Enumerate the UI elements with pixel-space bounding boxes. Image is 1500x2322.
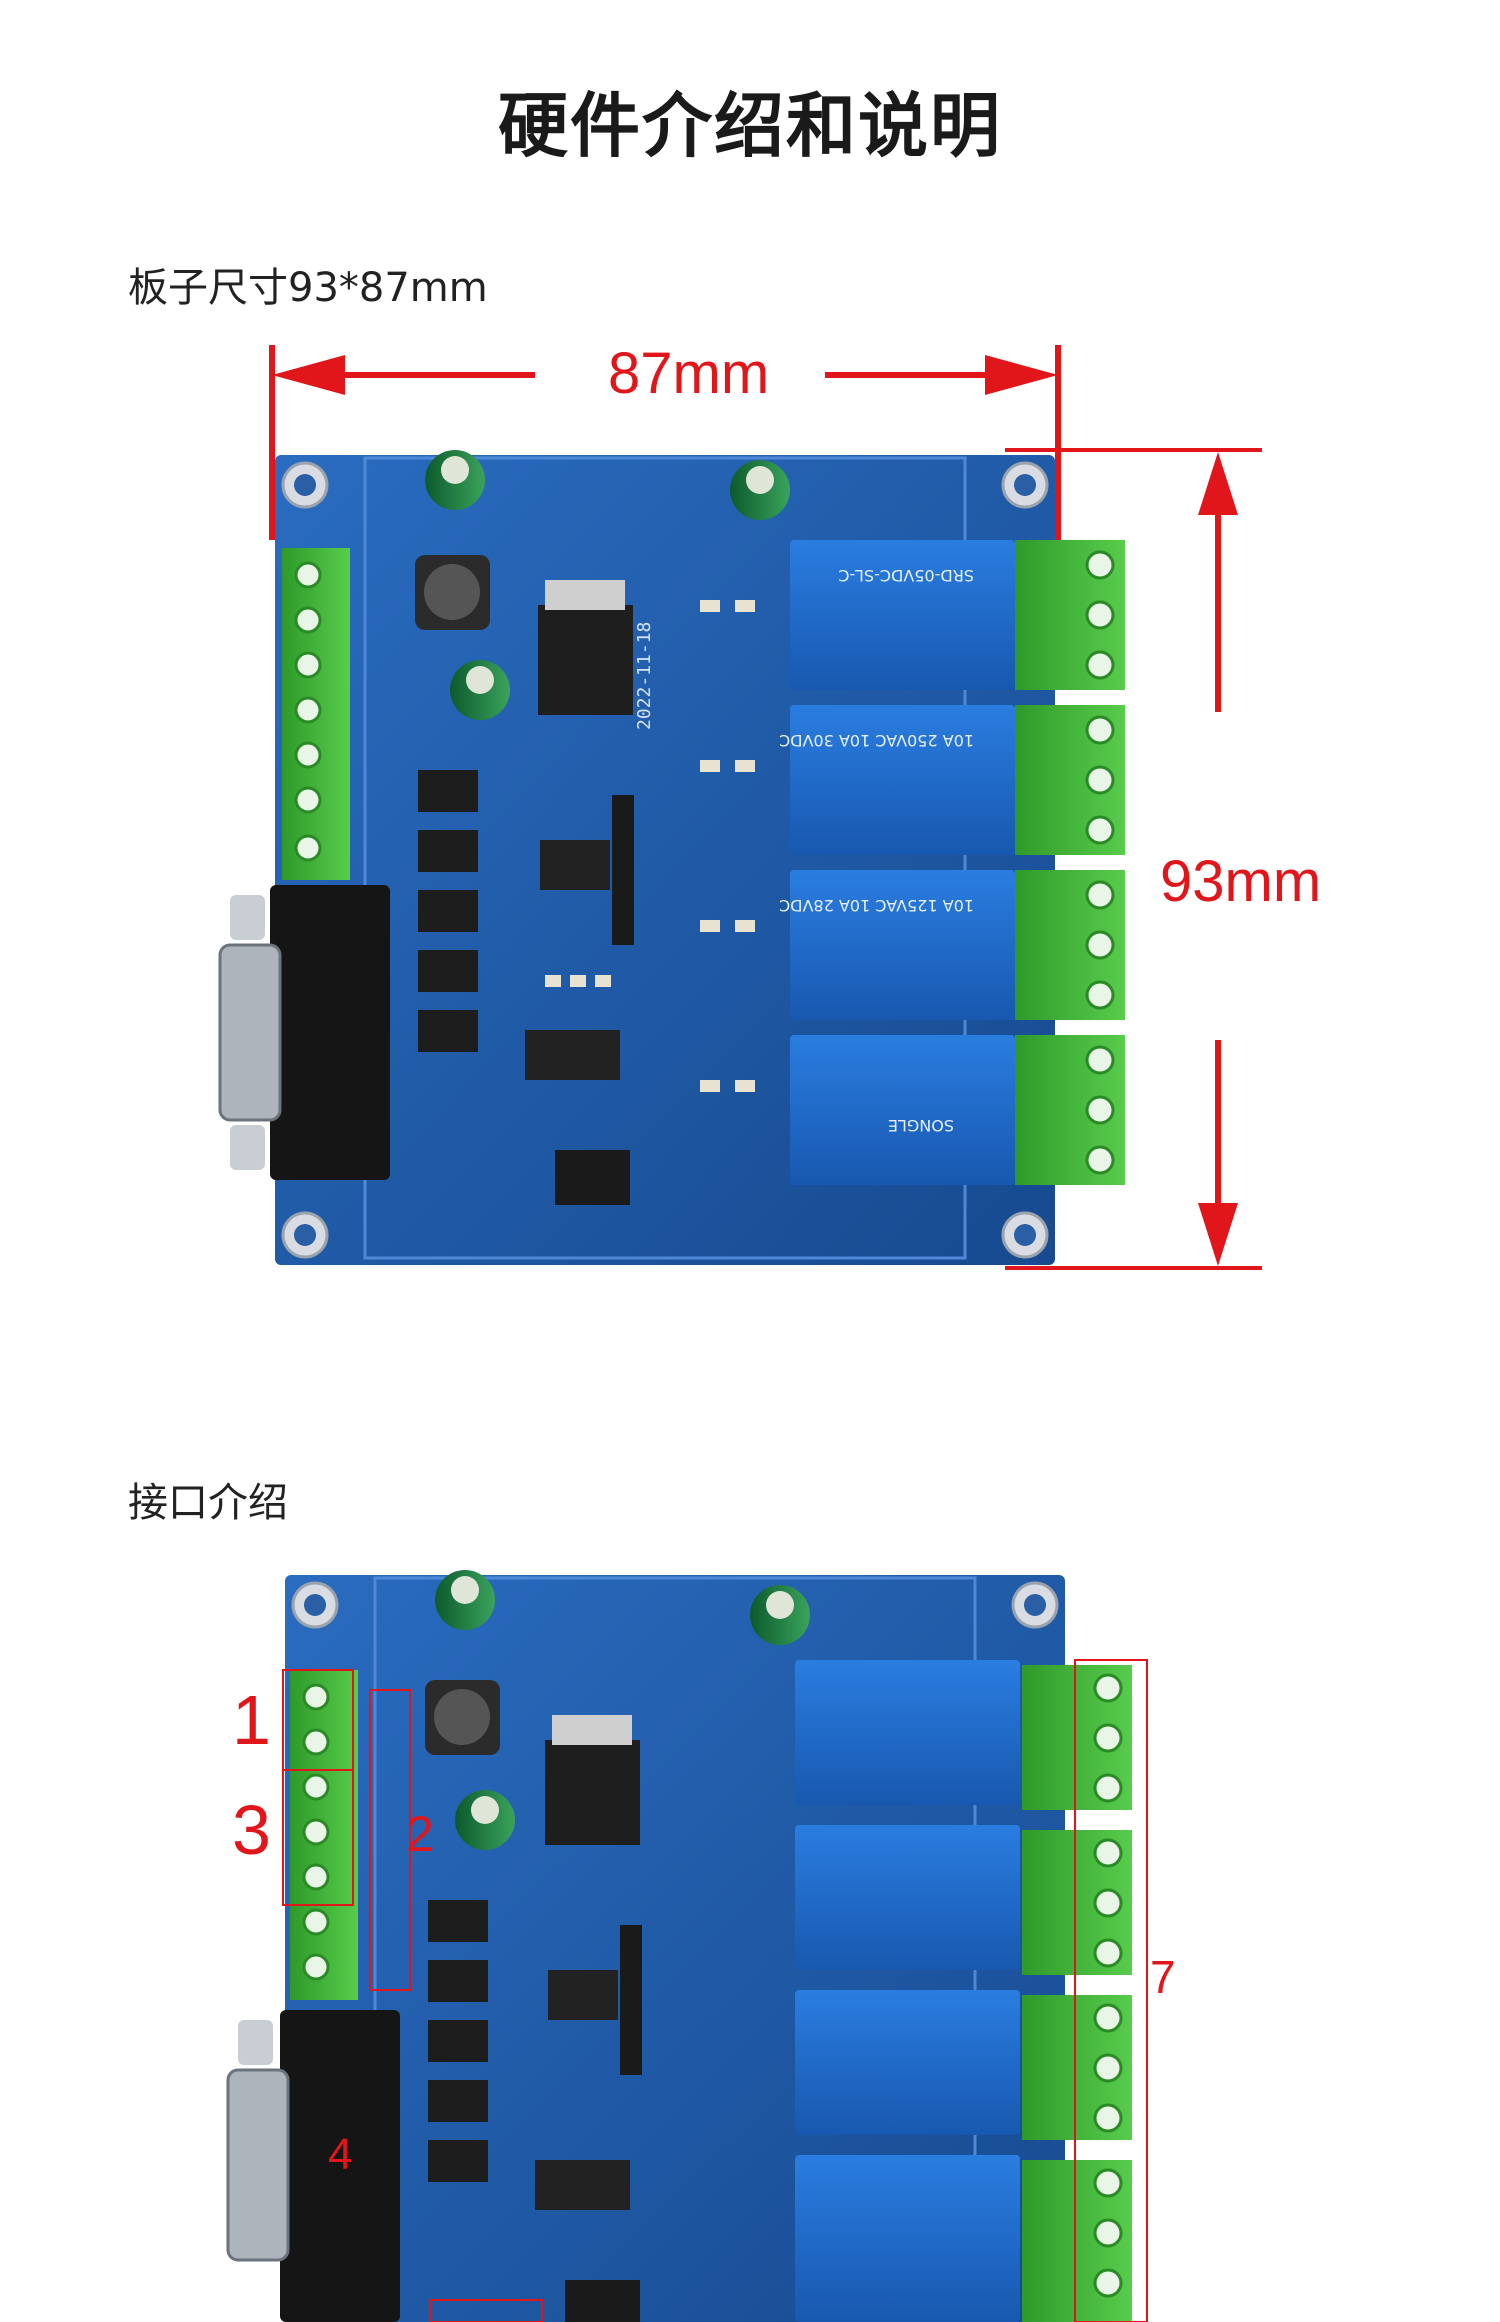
callout-7: 7 bbox=[1150, 1951, 1176, 2003]
power-terminal-icon bbox=[282, 548, 350, 880]
interface-intro-label: 接口介绍 bbox=[128, 1480, 288, 1526]
relay-rating-text-2: 10A 125VAC 10A 28VDC bbox=[779, 896, 974, 915]
callout-boxes bbox=[282, 1659, 1148, 2322]
callout-3: 3 bbox=[232, 1791, 271, 1869]
relay-terminal-icon bbox=[1015, 540, 1125, 1185]
page-title: 硬件介绍和说明 bbox=[498, 85, 1002, 167]
height-dimension-label: 93mm bbox=[1160, 849, 1322, 914]
board-interface-view bbox=[226, 1570, 1132, 2322]
dimension-lines bbox=[269, 345, 1262, 1270]
callout-2: 2 bbox=[406, 1806, 434, 1862]
relay-model-text: SRD-05VDC-SL-C bbox=[838, 566, 974, 585]
relay-rating-text: 10A 250VAC 10A 30VDC bbox=[779, 731, 974, 750]
relay-bank bbox=[790, 540, 1015, 1185]
db9-connector-icon bbox=[218, 885, 390, 1180]
board-size-label: 板子尺寸93*87mm bbox=[128, 265, 488, 311]
callout-4: 4 bbox=[328, 2130, 353, 2179]
relay-brand-text: SONGLE bbox=[888, 1116, 954, 1135]
callout-1: 1 bbox=[232, 1681, 271, 1759]
capacitor-icon bbox=[425, 450, 790, 720]
board-top-view: 2022-11-18 SRD-05VDC-SL-C 10A 250VAC 10A… bbox=[218, 450, 1125, 1265]
date-code-text: 2022-11-18 bbox=[634, 622, 655, 730]
width-dimension-label: 87mm bbox=[608, 341, 770, 406]
